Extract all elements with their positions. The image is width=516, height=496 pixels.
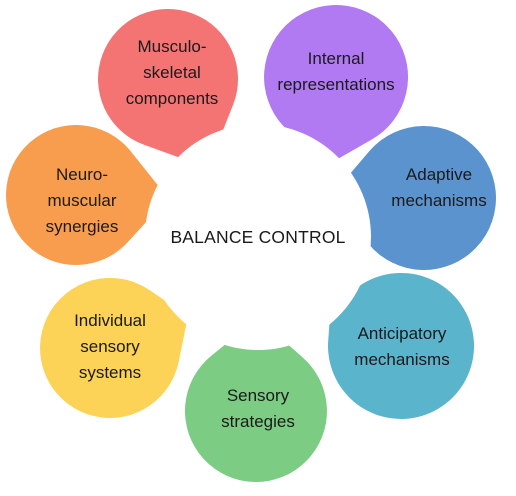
petal-label-line: sensory [80, 337, 140, 356]
petal-neuromuscular-synergies: Neuro-muscular synergies [6, 124, 169, 265]
petal-label-line: mechanisms [354, 350, 449, 369]
petal-label-internal-representations: Internal representations [277, 49, 394, 94]
petal-label-anticipatory-mechanisms: Anticipatory mechanisms [354, 324, 449, 369]
center-circle [145, 124, 371, 350]
petal-label-line: Neuro- [56, 165, 108, 184]
petal-musculoskeletal: Musculo-skeletal components [98, 9, 239, 168]
petal-label-line: Musculo- [138, 37, 207, 56]
petal-sensory-strategies: Sensory strategies [184, 318, 327, 482]
petal-label-neuromuscular-synergies: Neuro-muscular synergies [46, 165, 119, 236]
petal-label-line: Sensory [227, 386, 290, 405]
petal-label-line: synergies [46, 217, 119, 236]
petal-label-sensory-strategies: Sensory strategies [221, 386, 295, 431]
petal-label-musculoskeletal: Musculo-skeletal components [126, 37, 219, 108]
petal-label-line: skeletal [143, 63, 201, 82]
petal-shape-anticipatory-mechanisms [328, 272, 475, 419]
petal-shape-neuromuscular-synergies [6, 124, 169, 265]
petal-shape-musculoskeletal [98, 9, 239, 168]
petal-label-line: muscular [48, 191, 117, 210]
petal-label-line: representations [277, 75, 394, 94]
petal-label-line: Adaptive [406, 165, 472, 184]
petal-shape-individual-sensory-systems [40, 277, 188, 418]
petal-label-individual-sensory-systems: Individual sensory systems [74, 311, 146, 382]
petal-label-line: Individual [74, 311, 146, 330]
petal-label-line: components [126, 89, 219, 108]
petal-shape-sensory-strategies [184, 318, 327, 482]
petal-individual-sensory-systems: Individual sensory systems [40, 277, 188, 418]
center-label: BALANCE CONTROL [170, 227, 345, 247]
petal-adaptive-mechanisms: Adaptive mechanisms [338, 125, 496, 270]
petal-label-line: strategies [221, 412, 295, 431]
petal-label-line: Internal [308, 49, 365, 68]
petal-shape-internal-representations [264, 5, 409, 169]
petal-internal-representations: Internal representations [264, 5, 409, 169]
petal-anticipatory-mechanisms: Anticipatory mechanisms [328, 272, 475, 419]
petal-label-line: mechanisms [391, 191, 486, 210]
petal-label-adaptive-mechanisms: Adaptive mechanisms [391, 165, 486, 210]
petal-label-line: Anticipatory [358, 324, 447, 343]
petal-shape-adaptive-mechanisms [338, 125, 496, 270]
petal-label-line: systems [79, 363, 141, 382]
